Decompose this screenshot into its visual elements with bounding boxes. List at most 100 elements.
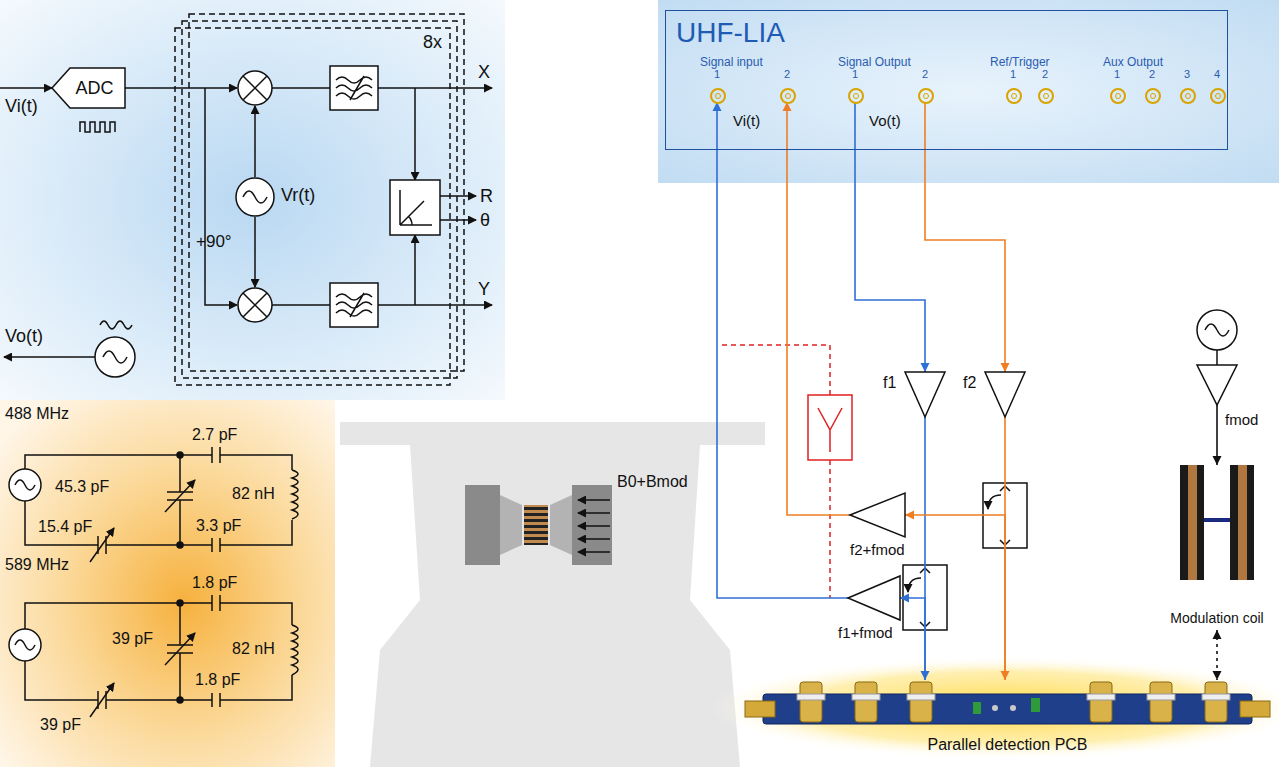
port-label: Signal Output	[838, 56, 911, 70]
drawing-part	[378, 87, 492, 89]
drawing-part	[1151, 94, 1156, 99]
port-label: Ref/Trigger	[990, 56, 1050, 70]
drawing-part	[340, 422, 765, 767]
drawing-part	[722, 345, 830, 598]
detection-pcb: Parallel detection PCB	[745, 680, 1270, 732]
component-value: 39 pF	[40, 716, 81, 734]
drawing-part	[787, 102, 850, 515]
component-value: 39 pF	[112, 630, 153, 648]
drawing-part	[818, 408, 842, 452]
drawing-part	[808, 395, 852, 460]
drawing-part	[243, 191, 267, 203]
drawing-part	[500, 495, 522, 555]
drawing-part	[1116, 94, 1121, 99]
drawing-part	[1147, 694, 1175, 700]
drawing-part	[763, 694, 1252, 724]
drawing-part	[243, 76, 267, 100]
drawing-part	[716, 94, 721, 99]
drawing-part	[1150, 682, 1172, 722]
drawing-part	[781, 89, 795, 103]
modulation-coil-outline	[1158, 465, 1276, 628]
field-label: B0+Bmod	[617, 473, 688, 491]
node-label: 8x	[423, 32, 442, 53]
amplifier-outline	[848, 576, 900, 620]
drawing-part	[717, 102, 848, 598]
signal-wire	[125, 88, 175, 89]
component-value: 45.3 pF	[55, 478, 109, 496]
drawing-part	[205, 88, 237, 305]
node-label: Parallel detection PCB	[705, 736, 1279, 754]
signal-wire	[1213, 630, 1222, 680]
drawing-part	[167, 455, 193, 545]
component-value: 589 MHz	[5, 556, 69, 574]
drawing-part	[908, 578, 921, 592]
drawing-part	[907, 694, 935, 700]
drawing-part	[330, 66, 378, 110]
drawing-part	[9, 629, 41, 661]
drawing-part	[1039, 89, 1053, 103]
drawing-part	[855, 102, 925, 372]
drawing-part	[1007, 89, 1021, 103]
drawing-part	[1188, 465, 1197, 580]
drawing-part	[1010, 705, 1016, 711]
node-label: f1	[883, 374, 896, 392]
drawing-part	[1204, 518, 1230, 522]
drawing-part	[1213, 456, 1222, 465]
drawing-part	[900, 594, 909, 603]
drawing-part	[100, 321, 132, 329]
amplifier-outline	[985, 372, 1025, 417]
drawing-part	[924, 94, 929, 99]
drawing-part	[177, 697, 183, 703]
drawing-part	[578, 499, 610, 501]
drawing-part	[988, 495, 1001, 509]
drawing-part	[852, 694, 880, 700]
component-value: 82 nH	[232, 640, 275, 658]
drawing-part	[0, 87, 52, 89]
drawing-part	[1090, 682, 1112, 722]
port-label: 1	[1114, 68, 1120, 81]
amplifier: f2+fmod	[850, 493, 905, 537]
signal-name: θ	[480, 210, 490, 231]
component-value: 1.8 pF	[195, 671, 240, 689]
drawing-part	[1211, 89, 1225, 103]
drawing-part	[524, 505, 548, 545]
drawing-part	[1238, 465, 1247, 580]
port-label: Aux Output	[1103, 56, 1163, 70]
reference-oscillator-outline	[235, 177, 275, 217]
drawing-part	[175, 87, 237, 89]
drawing-part	[414, 235, 416, 305]
node-label: f2	[963, 374, 976, 392]
drawing-part	[850, 493, 905, 537]
amplifier: f1+fmod	[848, 576, 900, 620]
drawing-part	[919, 89, 933, 103]
port-label: 4	[1214, 68, 1220, 81]
drawing-part	[1146, 89, 1160, 103]
signal-name: Vi(t)	[5, 96, 38, 117]
signal-wire	[905, 511, 1005, 681]
node-label: UHF-LIA	[676, 17, 785, 49]
drawing-part	[440, 195, 476, 197]
component-value: 15.4 pF	[38, 518, 92, 536]
component-value: 3.3 pF	[196, 517, 241, 535]
drawing-part	[900, 598, 925, 680]
drawing-part	[572, 485, 612, 565]
signal-wire	[900, 594, 925, 681]
circuit-ground	[0, 400, 335, 767]
drawing-part	[1213, 671, 1222, 680]
drawing-part	[848, 576, 900, 620]
drawing-part	[177, 600, 183, 606]
drawing-part	[175, 28, 450, 385]
drawing-part	[1181, 89, 1195, 103]
lockin-ground	[0, 0, 505, 400]
channel-box-outline	[175, 28, 450, 385]
port-label: Vo(t)	[869, 112, 901, 129]
drawing-part	[243, 293, 267, 317]
drawing-part	[849, 89, 863, 103]
drawing-part	[1012, 94, 1017, 99]
drawing-part	[921, 363, 930, 372]
magnet-drawing	[340, 422, 765, 767]
drawing-part	[177, 452, 183, 458]
amplifier: fmod	[1197, 365, 1237, 405]
